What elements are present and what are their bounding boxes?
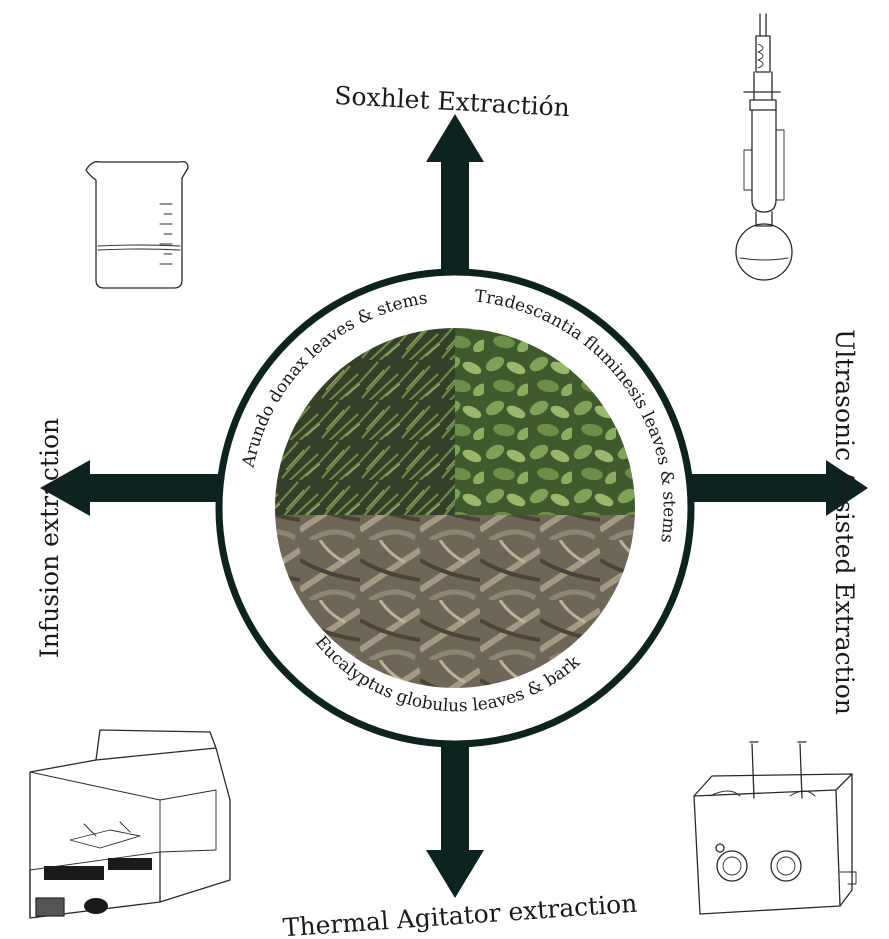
method-label-ultrasonic: Ultrasonic Assisted Extraction (830, 329, 859, 715)
method-label-thermal-agitator: Thermal Agitator extraction (282, 889, 638, 939)
thermal-agitator-icon (29, 729, 231, 919)
arrow-up (426, 114, 484, 270)
method-label-soxhlet: Soxhlet Extractión (334, 81, 571, 122)
ultrasonic-bath-icon (693, 741, 857, 915)
beaker-icon (85, 160, 189, 289)
soxhlet-apparatus-icon (735, 13, 793, 281)
arrow-down (426, 738, 484, 898)
method-label-infusion: Infusion extraction (35, 418, 64, 658)
